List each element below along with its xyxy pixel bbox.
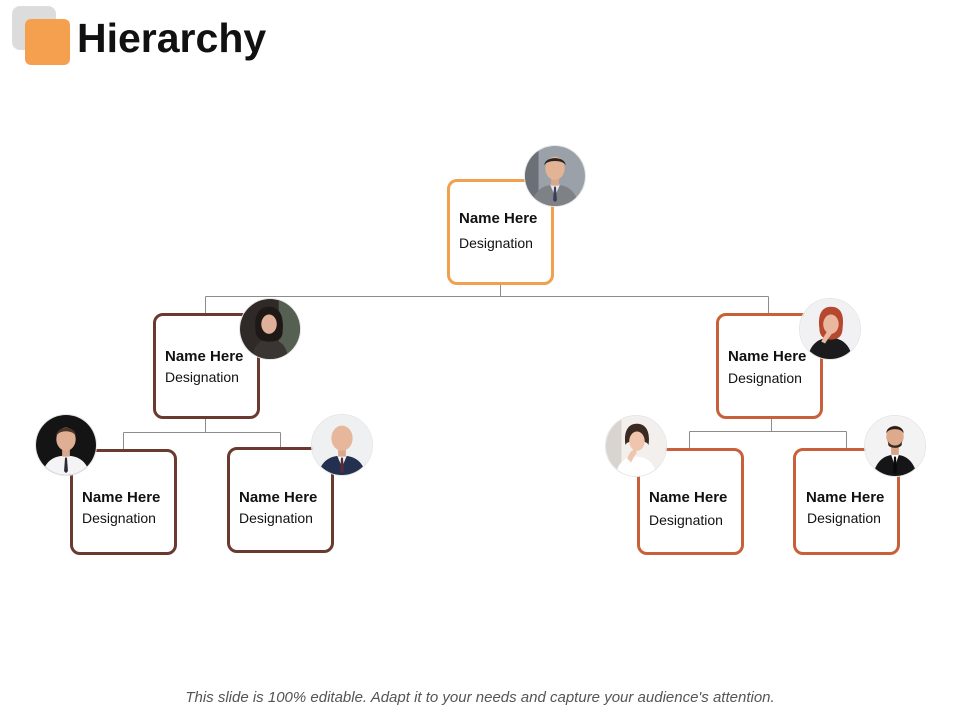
- org-card-right-report-1[interactable]: Name Here Designation: [637, 448, 744, 555]
- member-name: Name Here: [459, 210, 538, 227]
- woman-red-hair-photo: [799, 298, 861, 360]
- org-card-root[interactable]: Name Here Designation: [447, 179, 554, 285]
- bald-man-photo: [311, 414, 373, 476]
- connector-left-manager-to-reports: [123, 418, 281, 450]
- member-designation: Designation: [239, 510, 313, 526]
- member-name: Name Here: [728, 348, 807, 365]
- member-name: Name Here: [806, 489, 885, 506]
- woman-white-top-photo: [605, 415, 667, 477]
- member-designation: Designation: [82, 510, 156, 526]
- member-name: Name Here: [165, 348, 244, 365]
- member-designation: Designation: [459, 235, 533, 251]
- org-card-right-manager[interactable]: Name Here Designation: [716, 313, 823, 419]
- org-card-right-report-2[interactable]: Name Here Designation: [793, 448, 900, 555]
- member-name: Name Here: [239, 489, 318, 506]
- woman-dark-hair-photo: [239, 298, 301, 360]
- member-designation: Designation: [165, 369, 239, 385]
- member-designation: Designation: [649, 512, 723, 528]
- member-designation: Designation: [807, 510, 881, 526]
- page-title: Hierarchy: [77, 15, 267, 61]
- man-black-suit-photo: [864, 415, 926, 477]
- young-man-photo: [35, 414, 97, 476]
- member-designation: Designation: [728, 370, 802, 386]
- member-name: Name Here: [649, 489, 728, 506]
- orange-rounded-square-icon: [25, 19, 70, 65]
- footer-note: This slide is 100% editable. Adapt it to…: [185, 689, 775, 706]
- member-name: Name Here: [82, 489, 161, 506]
- org-card-left-report-2[interactable]: Name Here Designation: [227, 447, 334, 553]
- connector-right-manager-to-reports: [689, 418, 847, 449]
- man-in-suit-photo: [524, 145, 586, 207]
- connector-root-to-managers: [205, 284, 769, 314]
